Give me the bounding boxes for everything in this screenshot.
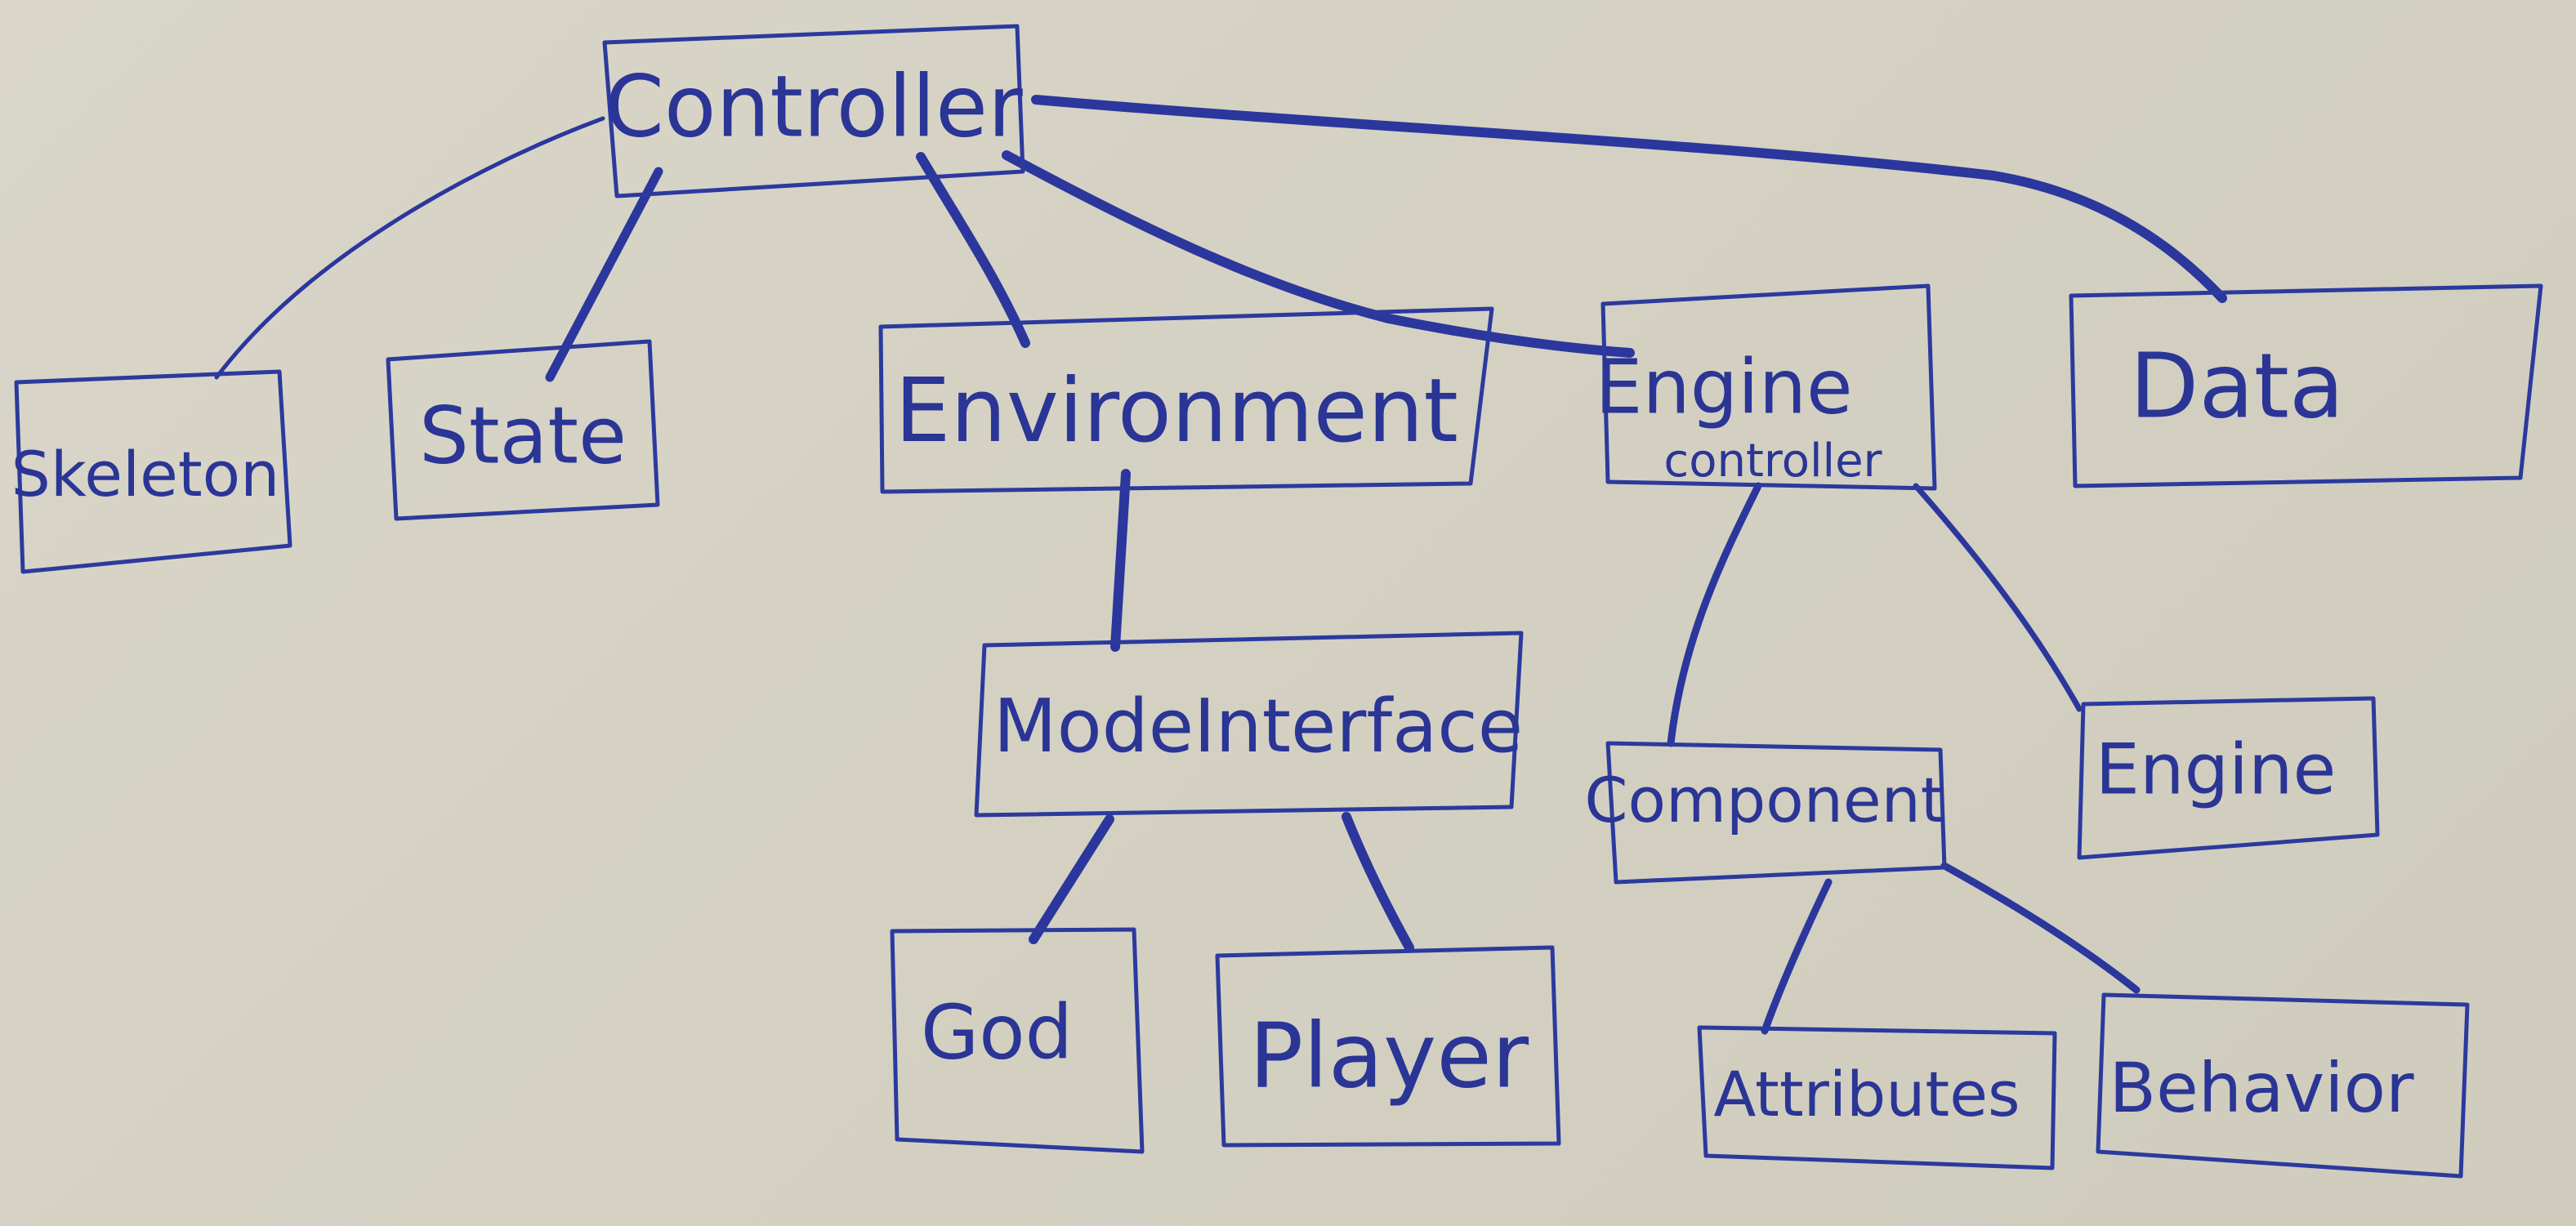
node-data-label: Data	[2130, 333, 2345, 438]
node-engine-controller: Engine controller	[1595, 283, 1937, 491]
node-controller: Controller	[602, 24, 1025, 198]
node-attributes-box	[1697, 1025, 2057, 1170]
node-god: God	[890, 927, 1145, 1154]
node-behavior-box	[2096, 992, 2470, 1179]
edge-controller-skeleton	[214, 116, 605, 380]
edge-mode-interface-player	[1342, 812, 1414, 952]
nodes-layer: Controller Skeleton State Environment En…	[11, 24, 2543, 1179]
edge-engine-controller-engine	[1913, 483, 2083, 712]
edge-engine-controller-component	[1667, 482, 1762, 747]
node-attributes-label: Attributes	[1713, 1058, 2020, 1130]
node-engine: Engine	[2077, 696, 2380, 860]
edge-controller-environment	[916, 152, 1030, 348]
node-god-label: God	[921, 988, 1073, 1076]
node-engine-controller-sublabel: controller	[1663, 435, 1882, 488]
node-controller-box	[602, 24, 1025, 198]
node-engine-controller-box	[1601, 283, 1937, 491]
node-mode-interface: ModeInterface	[974, 631, 1524, 818]
node-behavior-label: Behavior	[2109, 1048, 2414, 1128]
node-data: Data	[2069, 283, 2543, 488]
node-environment: Environment	[878, 306, 1494, 494]
edge-controller-data	[1031, 95, 2227, 303]
node-engine-label: Engine	[2096, 729, 2337, 810]
node-component-label: Component	[1584, 764, 1944, 836]
edge-environment-mode-interface	[1110, 469, 1131, 652]
node-component: Component	[1584, 741, 1947, 885]
node-controller-label: Controller	[605, 56, 1023, 156]
node-mode-interface-box	[974, 631, 1524, 818]
node-behavior: Behavior	[2096, 992, 2470, 1179]
node-environment-label: Environment	[895, 360, 1458, 462]
edges-layer	[214, 95, 2227, 1035]
node-skeleton-label: Skeleton	[11, 438, 280, 510]
edge-component-attributes	[1761, 878, 1833, 1035]
node-environment-box	[878, 306, 1494, 494]
node-skeleton: Skeleton	[11, 369, 292, 574]
edge-controller-engine-controller	[1002, 150, 1635, 358]
edge-component-behavior	[1940, 862, 2141, 994]
node-state: State	[386, 339, 660, 521]
node-engine-box	[2077, 696, 2380, 860]
node-attributes: Attributes	[1697, 1025, 2057, 1170]
edge-mode-interface-god	[1029, 814, 1114, 944]
node-data-box	[2069, 283, 2543, 488]
node-state-box	[386, 339, 660, 521]
node-player-box	[1215, 945, 1561, 1148]
node-component-box	[1605, 741, 1947, 885]
node-state-label: State	[419, 390, 627, 481]
node-mode-interface-label: ModeInterface	[993, 684, 1523, 769]
node-player: Player	[1215, 945, 1561, 1148]
node-god-box	[890, 927, 1145, 1154]
node-engine-controller-label: Engine	[1595, 343, 1852, 430]
edge-controller-state	[545, 167, 663, 382]
node-skeleton-box	[14, 369, 292, 574]
node-player-label: Player	[1249, 1003, 1529, 1108]
